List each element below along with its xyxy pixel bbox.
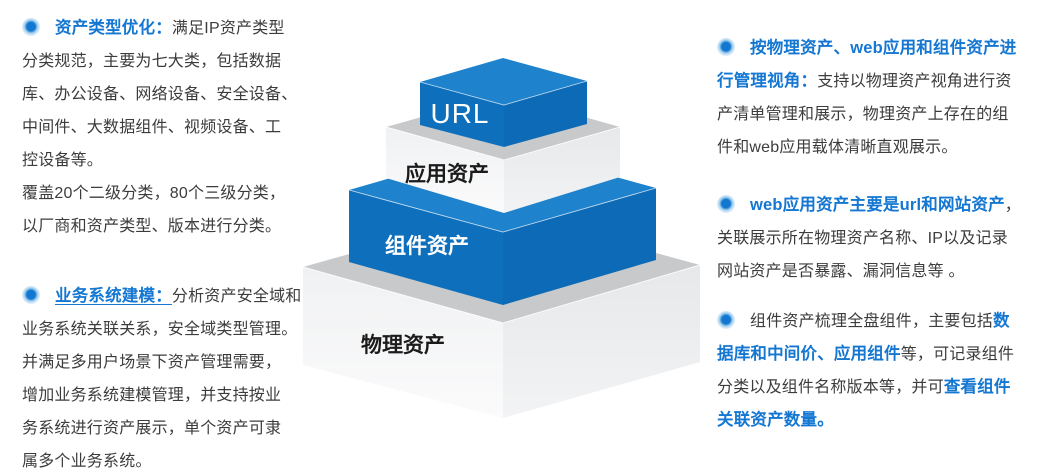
note-text: web应用资产主要是url和网站资产， 关联展示所在物理资产名称、IP以及记录 … xyxy=(717,196,1021,280)
bullet-icon xyxy=(22,18,40,36)
pyramid-label-physical-assets: 物理资产 xyxy=(361,333,445,357)
note-text: 按物理资产、web应用和组件资产进 行管理视角：支持以物理资产视角进行资 产清单… xyxy=(717,39,1017,156)
management-view-note: 按物理资产、web应用和组件资产进 行管理视角：支持以物理资产视角进行资 产清单… xyxy=(717,32,1050,164)
pyramid-label-url: URL xyxy=(430,98,489,129)
bullet-icon xyxy=(717,195,735,213)
note-text: 组件资产梳理全盘组件，主要包括数 据库和中间价、应用组件等，可记录组件 分类以及… xyxy=(717,312,1015,429)
note-text: 业务系统建模：分析资产安全域和 业务系统关联关系，安全域类型管理。 并满足多用户… xyxy=(22,287,302,470)
bullet-icon xyxy=(22,286,40,304)
bullet-icon xyxy=(717,311,735,329)
asset-pyramid-diagram: 物理资产 组件资产 应用资产 URL xyxy=(302,58,701,418)
pyramid-label-app-assets: 应用资产 xyxy=(405,162,489,186)
asset-type-optimization-note: 资产类型优化：满足IP资产类型 分类规范，主要为七大类，包括数据 库、办公设备、… xyxy=(22,12,344,243)
business-system-modeling-note: 业务系统建模：分析资产安全域和 业务系统关联关系，安全域类型管理。 并满足多用户… xyxy=(22,280,344,475)
bullet-icon xyxy=(717,38,735,56)
web-app-asset-note: web应用资产主要是url和网站资产， 关联展示所在物理资产名称、IP以及记录 … xyxy=(717,189,1050,288)
pyramid-label-component-assets: 组件资产 xyxy=(385,234,469,258)
note-text: 资产类型优化：满足IP资产类型 分类规范，主要为七大类，包括数据 库、办公设备、… xyxy=(22,19,298,235)
component-asset-note: 组件资产梳理全盘组件，主要包括数 据库和中间价、应用组件等，可记录组件 分类以及… xyxy=(717,305,1050,437)
pyramid-layer-url: URL xyxy=(419,58,588,147)
